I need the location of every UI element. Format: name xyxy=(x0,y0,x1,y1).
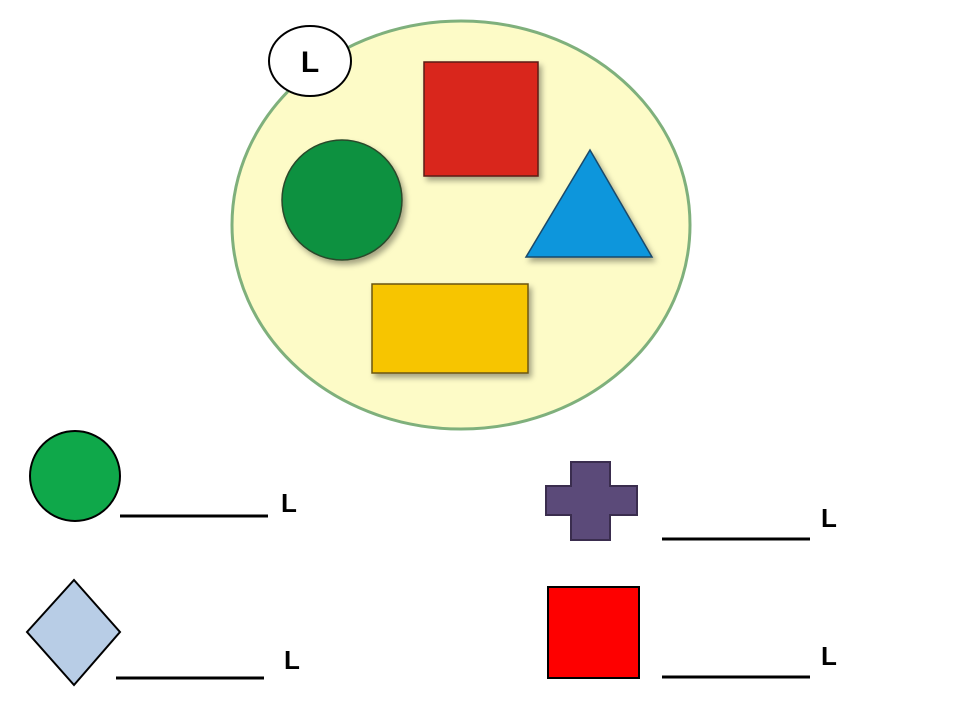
exercise-purple-cross-shape xyxy=(545,461,638,541)
red-square-shape xyxy=(423,61,539,177)
set-member-blue-triangle xyxy=(524,148,654,258)
set-label-bubble xyxy=(268,25,352,97)
exercise-item-green-circle: L xyxy=(29,430,297,522)
exercise-item-blue-diamond: L xyxy=(25,578,300,687)
set-l: L xyxy=(230,19,692,431)
set-l-boundary xyxy=(230,19,692,431)
set-member-green-circle xyxy=(281,139,403,261)
set-label-badge: L xyxy=(268,25,352,97)
set-member-yellow-rectangle xyxy=(371,283,529,374)
exercise-item-purple-cross: L xyxy=(545,461,837,541)
exercise-green-circle-shape xyxy=(29,430,121,522)
answer-label: L xyxy=(821,641,837,671)
answer-label: L xyxy=(281,488,297,518)
yellow-rectangle-shape xyxy=(371,283,529,374)
answer-label: L xyxy=(284,645,300,675)
exercise-blue-diamond-shape xyxy=(25,578,122,687)
answer-label: L xyxy=(821,503,837,533)
exercise-item-red-square: L xyxy=(547,586,837,679)
set-label: L xyxy=(301,46,319,79)
set-member-red-square xyxy=(423,61,539,177)
exercise-red-square-shape xyxy=(547,586,640,679)
green-circle-shape xyxy=(281,139,403,261)
blue-triangle-shape xyxy=(524,148,654,258)
